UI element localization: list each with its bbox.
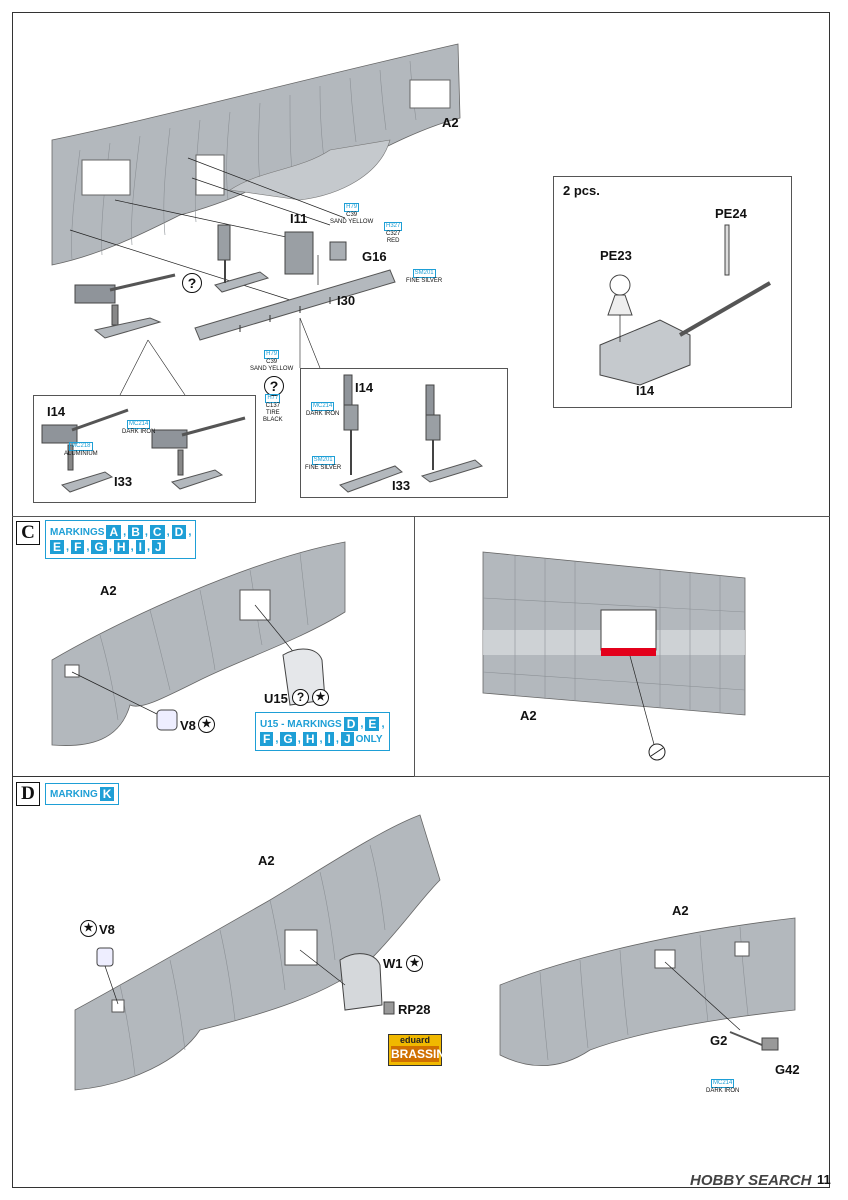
label-a2-d-right: A2 bbox=[672, 903, 689, 918]
label-g16: G16 bbox=[362, 249, 387, 264]
paint-h327: H327 C327 RED bbox=[384, 222, 403, 244]
part-w1 bbox=[339, 953, 383, 1011]
part-rp28 bbox=[383, 1001, 395, 1015]
paint-h79-mid: H79 C39 SAND YELLOW bbox=[250, 350, 294, 372]
paint-sm201-right: SM201 FINE SILVER bbox=[305, 456, 342, 471]
fuselage-d-right bbox=[499, 917, 796, 1067]
paint-sm201-top: SM201 FINE SILVER bbox=[406, 269, 443, 284]
ammo-box-i11 bbox=[284, 231, 314, 275]
pe-box-title: 2 pcs. bbox=[563, 183, 600, 198]
label-u15: U15 bbox=[264, 691, 288, 706]
part-g42 bbox=[761, 1037, 779, 1051]
label-inset-i14: I14 bbox=[47, 404, 66, 419]
label-pe-i14: I14 bbox=[636, 383, 655, 398]
star-icon-w1: ★ bbox=[406, 955, 423, 972]
label-i11: I11 bbox=[290, 211, 308, 226]
watermark: HOBBY SEARCH bbox=[690, 1172, 812, 1189]
window-top-3 bbox=[409, 79, 451, 109]
paint-h77: H77 C137 TIRE BLACK bbox=[263, 394, 283, 423]
u15-markings-note: U15 - MARKINGS D, E, F, G, H, I, J ONLY bbox=[255, 712, 390, 751]
gun-mount-top-center bbox=[214, 224, 270, 293]
paint-mc214-right: MC214 DARK IRON bbox=[306, 402, 340, 417]
label-pe23: PE23 bbox=[600, 248, 632, 263]
page-frame bbox=[12, 12, 830, 1188]
question-icon-u15: ? bbox=[292, 689, 309, 706]
label-right-i33: I33 bbox=[392, 478, 411, 493]
part-v8-d bbox=[96, 947, 114, 967]
paint-mc218-left: MC218 ALUMINIUM bbox=[64, 442, 98, 457]
window-top-1 bbox=[81, 159, 131, 196]
label-pe24: PE24 bbox=[715, 206, 747, 221]
paint-h79-top: H79 C39 SAND YELLOW bbox=[330, 203, 374, 225]
small-window-c bbox=[64, 664, 80, 678]
callout-lines-top bbox=[119, 317, 321, 396]
leader-lines-top bbox=[69, 157, 346, 301]
section-letter-d: D bbox=[16, 782, 40, 806]
pe-box bbox=[553, 176, 792, 408]
window-d-right bbox=[654, 949, 676, 969]
marking-box-d: MARKING K bbox=[45, 783, 120, 805]
fuselage-top-frames bbox=[71, 60, 417, 261]
inset-left-box bbox=[33, 395, 256, 503]
label-right-i14: I14 bbox=[355, 380, 374, 395]
label-g42: G42 bbox=[775, 1062, 800, 1077]
star-icon-u15: ★ bbox=[312, 689, 329, 706]
label-g2: G2 bbox=[710, 1033, 728, 1048]
markings-label: MARKINGS bbox=[50, 526, 105, 538]
fuselage-d-left bbox=[74, 814, 441, 1091]
paint-mc214-d: MC214 DARK IRON bbox=[706, 1079, 740, 1094]
label-a2-c-left: A2 bbox=[100, 583, 117, 598]
red-stripe bbox=[601, 648, 656, 656]
window-d-left bbox=[284, 929, 318, 966]
divider-mid bbox=[12, 776, 830, 777]
brassin-logo: eduard BRASSIN bbox=[388, 1034, 445, 1066]
divider-c-inner bbox=[12, 776, 415, 777]
gun-mount-top-left bbox=[74, 273, 176, 339]
fuselage-c-left bbox=[51, 541, 346, 746]
section-letter-c: C bbox=[16, 521, 40, 545]
inset-right-box bbox=[300, 368, 508, 498]
window-top-2 bbox=[195, 154, 225, 196]
label-a2-c-right: A2 bbox=[520, 708, 537, 723]
part-g16 bbox=[329, 241, 347, 261]
window-c-right bbox=[600, 609, 657, 651]
pe-box-gun bbox=[599, 224, 772, 386]
floor-panel-top bbox=[229, 139, 391, 201]
label-i30: I30 bbox=[337, 293, 356, 308]
label-a2-d-left: A2 bbox=[258, 853, 275, 868]
part-v8-c bbox=[156, 709, 178, 731]
small-window-d bbox=[111, 999, 125, 1013]
star-icon-v8-d: ★ bbox=[80, 920, 97, 937]
inset-left-guns bbox=[41, 408, 246, 493]
label-v8-c: V8 bbox=[180, 718, 196, 733]
question-icon-top: ? bbox=[182, 273, 202, 293]
star-icon-v8-c: ★ bbox=[198, 716, 215, 733]
label-v8-d: V8 bbox=[99, 922, 115, 937]
inset-right-mounts bbox=[339, 374, 484, 493]
strip-pins bbox=[239, 297, 331, 332]
markings-box-c: MARKINGS A, B, C, D, E, F, G, H, I, J bbox=[45, 520, 197, 559]
divider-top bbox=[12, 516, 830, 517]
label-rp28: RP28 bbox=[398, 1002, 431, 1017]
label-inset-i33: I33 bbox=[114, 474, 133, 489]
label-a2-top: A2 bbox=[442, 115, 459, 130]
page-number: 11 bbox=[817, 1172, 831, 1187]
paint-mc214-left: MC214 DARK IRON bbox=[122, 420, 156, 435]
divider-c-vertical bbox=[414, 516, 415, 777]
question-icon-mid: ? bbox=[264, 376, 284, 396]
floor-strip-i30 bbox=[194, 269, 396, 341]
label-w1: W1 bbox=[383, 956, 403, 971]
